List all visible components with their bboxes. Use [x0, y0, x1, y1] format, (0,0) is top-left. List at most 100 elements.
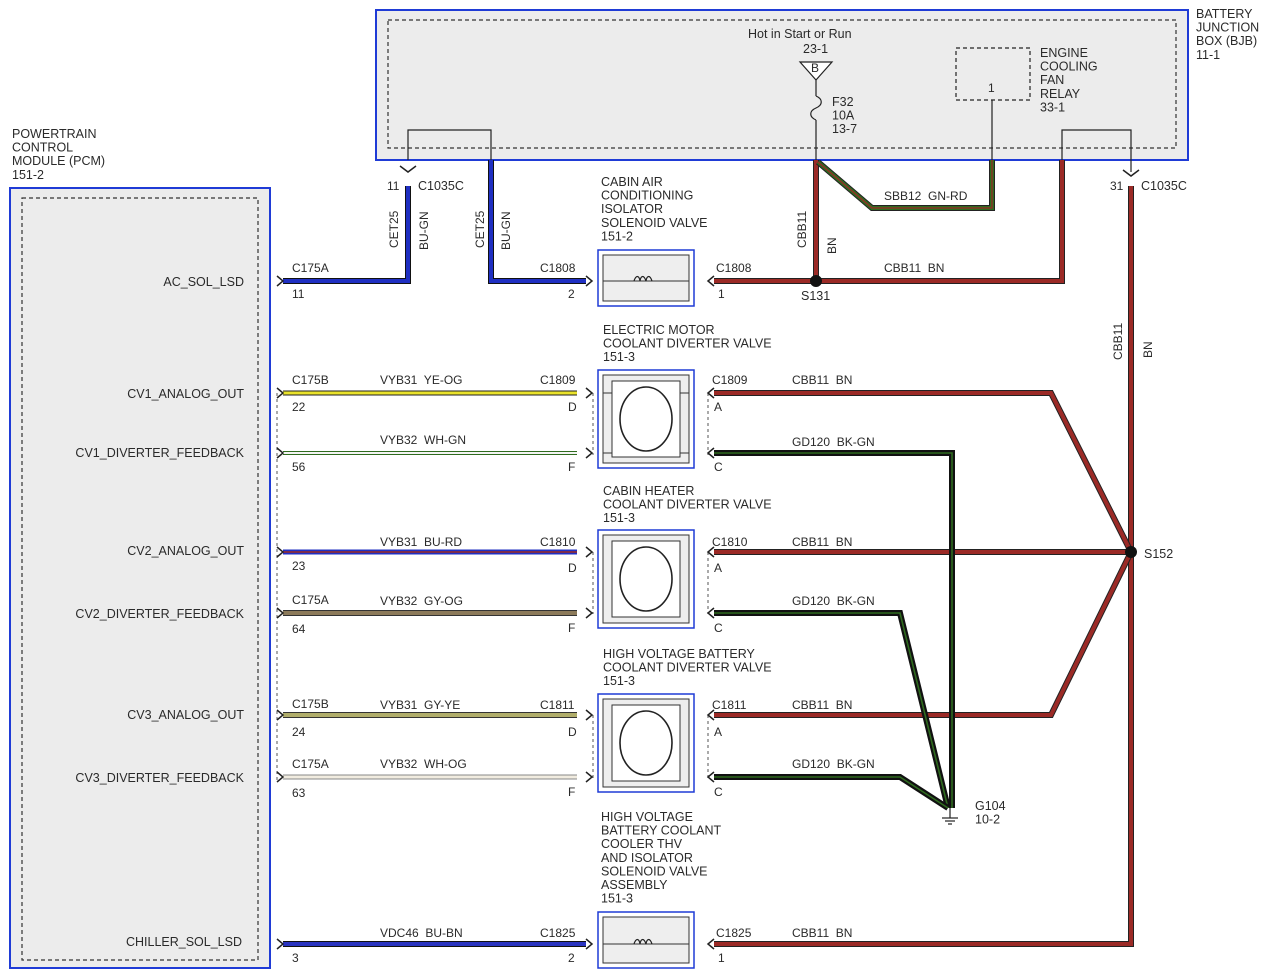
ac-conn-left: C1808 [540, 261, 576, 275]
cv3-pin-f: F [568, 785, 575, 799]
cv2-pin-f: F [568, 621, 575, 635]
text-line: ENGINE [1040, 46, 1088, 60]
cv3-pin-a: A [714, 725, 722, 739]
text-line: FAN [1040, 73, 1064, 87]
chiller-conn-right: C1825 [716, 926, 752, 940]
pcm-pin-chiller-sol-lsd: CHILLER_SOL_LSD [126, 935, 242, 949]
text-line: SOLENOID VALVE [601, 864, 708, 878]
text-line: HIGH VOLTAGE [601, 810, 693, 824]
pin-56: 56 [292, 460, 306, 474]
relay-pin: 1 [988, 81, 995, 95]
cv1-conn-left: C1809 [540, 373, 576, 387]
text-line: 151-3 [603, 674, 635, 688]
c1035c-right-pin: 31 [1110, 179, 1124, 193]
lbl-vyb31-ye-og: VYB31 YE-OG [380, 373, 462, 387]
c1035c-left-pin: 11 [387, 179, 400, 193]
pin-23: 23 [292, 559, 306, 573]
hot-ref: 23-1 [803, 42, 828, 56]
lbl-bn-vert-1: BN [825, 237, 839, 254]
lbl-vyb32-wh-og: VYB32 WH-OG [380, 757, 467, 771]
text-line: HIGH VOLTAGE BATTERY [603, 647, 756, 661]
text-line: 151-2 [601, 229, 633, 243]
pcm-pin-cv2-analog-out: CV2_ANALOG_OUT [127, 544, 244, 558]
chiller-conn-left: C1825 [540, 926, 576, 940]
lbl-cbb11-chiller: CBB11 BN [792, 926, 852, 940]
text-line: SOLENOID VALVE [601, 216, 708, 230]
cet25-b-circuit: CET25 [473, 210, 487, 248]
cv3-diverter-valve [585, 693, 715, 793]
text-line: 11-1 [1196, 48, 1220, 62]
wire-bn-group [714, 160, 1134, 947]
cv1-diverter-valve [585, 369, 715, 469]
valve-motor-icon [619, 386, 673, 452]
conn-c175a-1: C175A [292, 261, 329, 275]
pcm-pin-cv2-diverter-feedback: CV2_DIVERTER_FEEDBACK [75, 607, 244, 621]
text-line: ISOLATOR [601, 202, 663, 216]
cv1-pin-c: C [714, 460, 723, 474]
text-line: ELECTRIC MOTOR [603, 323, 715, 337]
pin-22: 22 [292, 400, 306, 414]
cet25-a-circuit: CET25 [387, 210, 401, 248]
lbl-cbb11-vert-1: CBB11 [795, 211, 809, 248]
cv2-conn-left: C1810 [540, 535, 576, 549]
chiller-pin-left: 2 [568, 951, 575, 965]
text-line: RELAY [1040, 87, 1081, 101]
ground-icon [942, 808, 958, 825]
text-line: COOLER THV [601, 837, 683, 851]
text-line: 151-3 [601, 892, 633, 906]
text-line: G104 [975, 799, 1006, 813]
lbl-vyb31-gy-ye: VYB31 GY-YE [380, 698, 460, 712]
cet25-b-color: BU-GN [499, 211, 513, 250]
c1035c-right-pin-icon [1122, 169, 1140, 177]
ac-conn-right: C1808 [716, 261, 752, 275]
lbl-vyb32-wh-gn: VYB32 WH-GN [380, 433, 466, 447]
c1035c-right-name: C1035C [1141, 179, 1187, 193]
bjb-inner-dashed [387, 19, 1177, 149]
conn-c175b-1: C175B [292, 373, 329, 387]
conn-c175a-3: C175A [292, 757, 329, 771]
lbl-cbb11-vert-2: CBB11 [1111, 323, 1125, 360]
fuse-f32-icon [810, 95, 822, 121]
text-line: COOLANT DIVERTER VALVE [603, 337, 772, 351]
valve-motor-icon [619, 546, 673, 612]
text-line: ASSEMBLY [601, 878, 668, 892]
text-line: CABIN AIR [601, 175, 663, 189]
pin-63: 63 [292, 786, 306, 800]
text-line: CABIN HEATER [603, 484, 694, 498]
hot-label: Hot in Start or Run [748, 27, 852, 41]
text-line: 151-3 [603, 511, 635, 525]
pcm-pin-cv1-analog-out: CV1_ANALOG_OUT [127, 387, 244, 401]
cv3-conn-right: C1811 [712, 698, 747, 712]
lbl-vyb32-gy-og: VYB32 GY-OG [380, 594, 463, 608]
bus-letter: B [811, 61, 819, 75]
ac-pin-left: 2 [568, 287, 575, 301]
splice-s131-label: S131 [801, 289, 830, 303]
lbl-cbb11-cv1: CBB11 BN [792, 373, 852, 387]
text-line: 151-3 [603, 350, 635, 364]
pcm-inner-dashed [21, 197, 259, 961]
power-bus-triangle [798, 61, 834, 81]
lbl-cbb11-cv3: CBB11 BN [792, 698, 852, 712]
pcm-pin-cv3-diverter-feedback: CV3_DIVERTER_FEEDBACK [75, 771, 244, 785]
cv3-conn-left: C1811 [540, 698, 575, 712]
text-line: 10-2 [975, 813, 1000, 827]
wire-gd120-group [714, 450, 955, 811]
splice-s152 [1125, 546, 1137, 558]
text-line: 13-7 [832, 122, 857, 136]
pcm-connector-arrows [276, 275, 285, 950]
lbl-vdc46-bu-bn: VDC46 BU-BN [380, 926, 463, 940]
splice-s131 [810, 275, 822, 287]
valve-motor-icon [619, 710, 673, 776]
solenoid-coil-icon [633, 938, 653, 945]
text-line: COOLANT DIVERTER VALVE [603, 661, 772, 675]
cv2-pin-a: A [714, 561, 722, 575]
